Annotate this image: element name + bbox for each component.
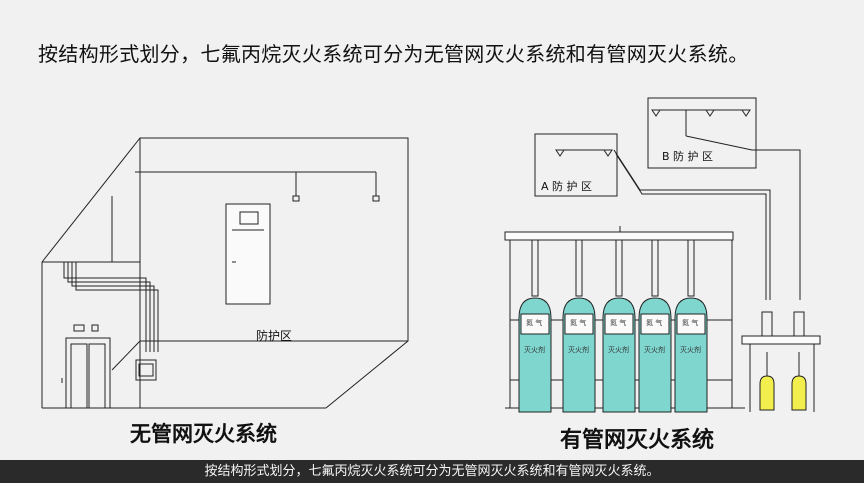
cylinder-1-top-text: 氮 气 [526, 318, 542, 327]
nozzle-1 [292, 195, 300, 202]
nitrogen-bottle-1 [759, 375, 775, 411]
cylinder-4-band [640, 313, 670, 335]
zone-b-nozzle-3 [741, 109, 751, 117]
front-wall [42, 261, 141, 408]
page-heading: 按结构形式划分，七氟丙烷灭火系统可分为无管网灭火系统和有管网灭火系统。 [38, 42, 749, 66]
pipe-to-zone-a-2 [615, 153, 767, 300]
cylinder-labels: 氮 气 氮 气 氮 气 氮 气 氮 气 [526, 318, 698, 327]
floor-edge [325, 340, 409, 409]
zone-b-label: B 防 护 区 [662, 149, 713, 163]
cylinder-agent-labels: 灭火剂 灭火剂 灭火剂 灭火剂 灭火剂 [524, 345, 701, 354]
cabinet-panel [239, 211, 259, 225]
cylinder-4-top-text: 氮 气 [646, 318, 662, 327]
zone-a-label: A 防 护 区 [541, 179, 592, 193]
alarm-light [73, 324, 85, 332]
no-pipe-system-caption: 无管网灭火系统 [130, 422, 277, 446]
zone-a-box [534, 133, 618, 197]
starter-valve-1 [761, 311, 773, 337]
pipe-to-zone-a [613, 149, 771, 300]
agent-cylinders [518, 239, 708, 413]
cylinder-hose-3 [615, 239, 623, 297]
cable-2 [67, 262, 151, 352]
manifold [504, 231, 734, 241]
cylinder-1-band [520, 313, 550, 335]
zone-a-nozzle-2 [603, 149, 613, 157]
zone-b-nozzle-1 [651, 109, 661, 117]
pipe-to-zone-b [685, 135, 801, 300]
pipe-system-caption: 有管网灭火系统 [560, 428, 715, 453]
cylinder-5-band [676, 313, 706, 335]
nozzle-2 [372, 195, 380, 202]
starter-valve-2 [793, 311, 805, 337]
door-leaf-right [88, 343, 106, 409]
cylinder-2-top-text: 氮 气 [570, 318, 586, 327]
door-frame [65, 337, 111, 409]
floor-corner [111, 340, 141, 371]
cylinder-hose-5 [687, 239, 695, 297]
cylinder-2-agent: 灭火剂 [568, 345, 589, 354]
zone-label: 防护区 [256, 328, 292, 343]
cylinder-4-agent: 灭火剂 [644, 345, 665, 354]
control-box [135, 359, 157, 381]
cylinder-3-band [604, 313, 634, 335]
pipe-system-diagram [504, 97, 821, 413]
cylinder-3-top-text: 氮 气 [610, 318, 626, 327]
cylinder-hose-4 [651, 239, 659, 297]
nitrogen-bottle-2 [791, 375, 807, 411]
control-box-grille [138, 363, 154, 377]
cylinder-hose-2 [575, 239, 583, 297]
cylinder-1-agent: 灭火剂 [524, 345, 545, 354]
zone-b-nozzle-2 [705, 109, 715, 117]
cable-1 [63, 262, 147, 352]
cable-4 [75, 262, 159, 352]
cylinder-5-top-text: 氮 气 [682, 318, 698, 327]
manual-switch [91, 324, 99, 332]
subtitle-text: 按结构形式划分，七氟丙烷灭火系统可分为无管网灭火系统和有管网灭火系统。 [204, 464, 660, 479]
back-wall [139, 137, 409, 342]
cylinder-5-agent: 灭火剂 [680, 345, 701, 354]
extinguisher-cabinet [225, 203, 271, 305]
door-leaf-left [70, 343, 88, 409]
cylinder-2-band [564, 313, 594, 335]
cable-3 [71, 262, 155, 352]
cylinder-hose-1 [531, 239, 539, 297]
starter-shelf [741, 335, 821, 345]
zone-a-nozzle-1 [555, 149, 565, 157]
no-pipe-system-diagram [41, 137, 409, 409]
ceiling-edge [41, 137, 141, 263]
subtitle-bar: 按结构形式划分，七氟丙烷灭火系统可分为无管网灭火系统和有管网灭火系统。 [0, 460, 864, 483]
zone-b-box [647, 97, 757, 169]
cylinder-3-agent: 灭火剂 [608, 345, 629, 354]
